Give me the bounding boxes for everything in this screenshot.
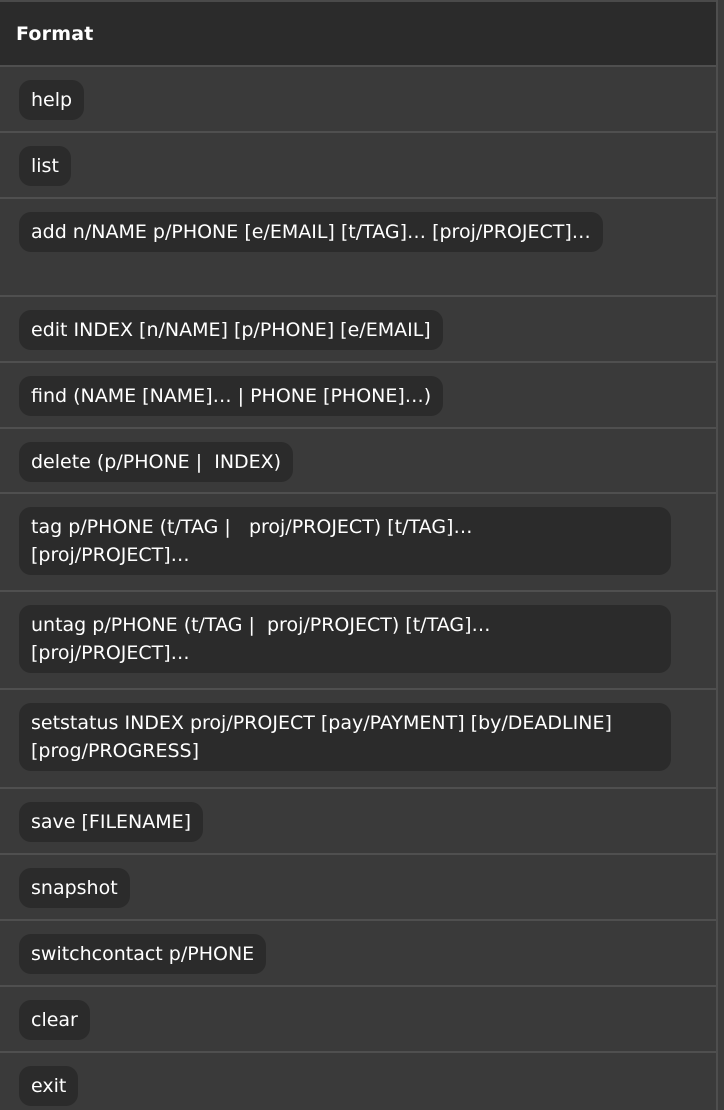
column-header-format[interactable]: Format — [0, 2, 716, 67]
table-row[interactable]: exit — [0, 1053, 716, 1110]
command-format-clear: clear — [19, 1000, 90, 1040]
command-format-setstatus: setstatus INDEX proj/PROJECT [pay/PAYMEN… — [19, 703, 671, 771]
table-row[interactable]: untag p/PHONE (t/TAG | proj/PROJECT) [t/… — [0, 592, 716, 690]
command-format-add: add n/NAME p/PHONE [e/EMAIL] [t/TAG]… [p… — [19, 212, 603, 252]
command-format-help: help — [19, 80, 85, 120]
table-row[interactable]: save [FILENAME] — [0, 789, 716, 855]
table-right-border — [716, 0, 724, 1110]
command-format-edit: edit INDEX [n/NAME] [p/PHONE] [e/EMAIL] — [19, 310, 443, 350]
command-format-list: list — [19, 146, 71, 186]
table-row[interactable]: snapshot — [0, 855, 716, 921]
command-format-tag: tag p/PHONE (t/TAG | proj/PROJECT) [t/TA… — [19, 507, 671, 575]
table-row[interactable]: list — [0, 133, 716, 199]
table-row[interactable]: tag p/PHONE (t/TAG | proj/PROJECT) [t/TA… — [0, 494, 716, 592]
command-format-delete: delete (p/PHONE | INDEX) — [19, 442, 294, 482]
table-row[interactable]: setstatus INDEX proj/PROJECT [pay/PAYMEN… — [0, 690, 716, 789]
table-row[interactable]: delete (p/PHONE | INDEX) — [0, 429, 716, 494]
table-row[interactable]: clear — [0, 987, 716, 1053]
command-format-exit: exit — [19, 1066, 79, 1106]
table-row[interactable]: help — [0, 67, 716, 133]
command-format-snapshot: snapshot — [19, 868, 130, 908]
command-format-untag: untag p/PHONE (t/TAG | proj/PROJECT) [t/… — [19, 605, 671, 673]
table-row[interactable]: edit INDEX [n/NAME] [p/PHONE] [e/EMAIL] — [0, 297, 716, 363]
command-format-switchcontact: switchcontact p/PHONE — [19, 934, 267, 974]
command-format-find: find (NAME [NAME]… | PHONE [PHONE]…) — [19, 376, 444, 416]
table-row[interactable]: find (NAME [NAME]… | PHONE [PHONE]…) — [0, 363, 716, 429]
table-row[interactable]: add n/NAME p/PHONE [e/EMAIL] [t/TAG]… [p… — [0, 199, 716, 297]
command-format-save: save [FILENAME] — [19, 802, 204, 842]
table-row[interactable]: switchcontact p/PHONE — [0, 921, 716, 987]
